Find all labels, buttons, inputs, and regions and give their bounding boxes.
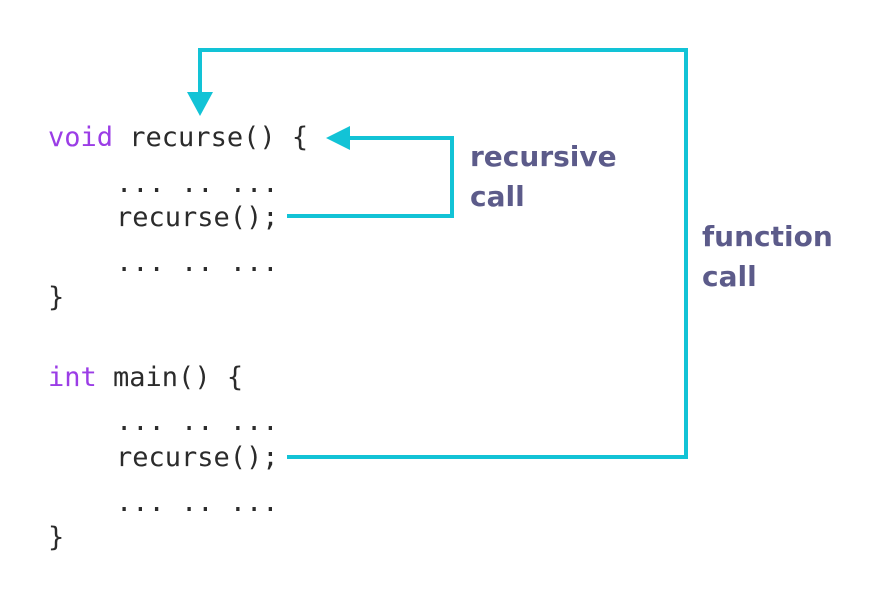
recursive-call-label-line-1: recursive (470, 140, 617, 173)
main-closing-brace: } (48, 522, 64, 553)
main-body-ellipsis-1: ... .. ... (116, 406, 279, 437)
void-keyword: void (48, 122, 113, 153)
function-call-label-line-1: function (702, 220, 833, 253)
main-body-ellipsis-2: ... .. ... (116, 487, 279, 518)
recurse-closing-brace: } (48, 282, 64, 313)
recurse-signature: recurse() { (113, 122, 308, 153)
function-call-label-line-2: call (702, 260, 757, 293)
recursive-call-arrowhead (326, 126, 350, 150)
recurse-body-ellipsis-2: ... .. ... (116, 247, 279, 278)
int-keyword: int (48, 362, 97, 393)
main-recurse-call: recurse(); (116, 442, 279, 473)
recurse-signature-line: void recurse() { (48, 122, 308, 153)
function-call-arrowhead (187, 92, 213, 116)
function-call-arrow-line (198, 48, 688, 459)
recursive-call-label-line-2: call (470, 180, 525, 213)
function-call-arrow (187, 48, 688, 459)
recurse-function-block: void recurse() { ... .. ... recurse(); .… (48, 122, 308, 313)
recursive-call-arrow-line (287, 136, 454, 218)
function-call-label: function call (702, 220, 833, 293)
recurse-body-ellipsis-1: ... .. ... (116, 168, 279, 199)
main-signature-line: int main() { (48, 362, 243, 393)
recursive-call-label: recursive call (470, 140, 617, 213)
main-signature: main() { (97, 362, 243, 393)
recurse-inner-call: recurse(); (116, 202, 279, 233)
main-function-block: int main() { ... .. ... recurse(); ... .… (48, 362, 279, 553)
recursive-call-arrow (287, 126, 454, 218)
